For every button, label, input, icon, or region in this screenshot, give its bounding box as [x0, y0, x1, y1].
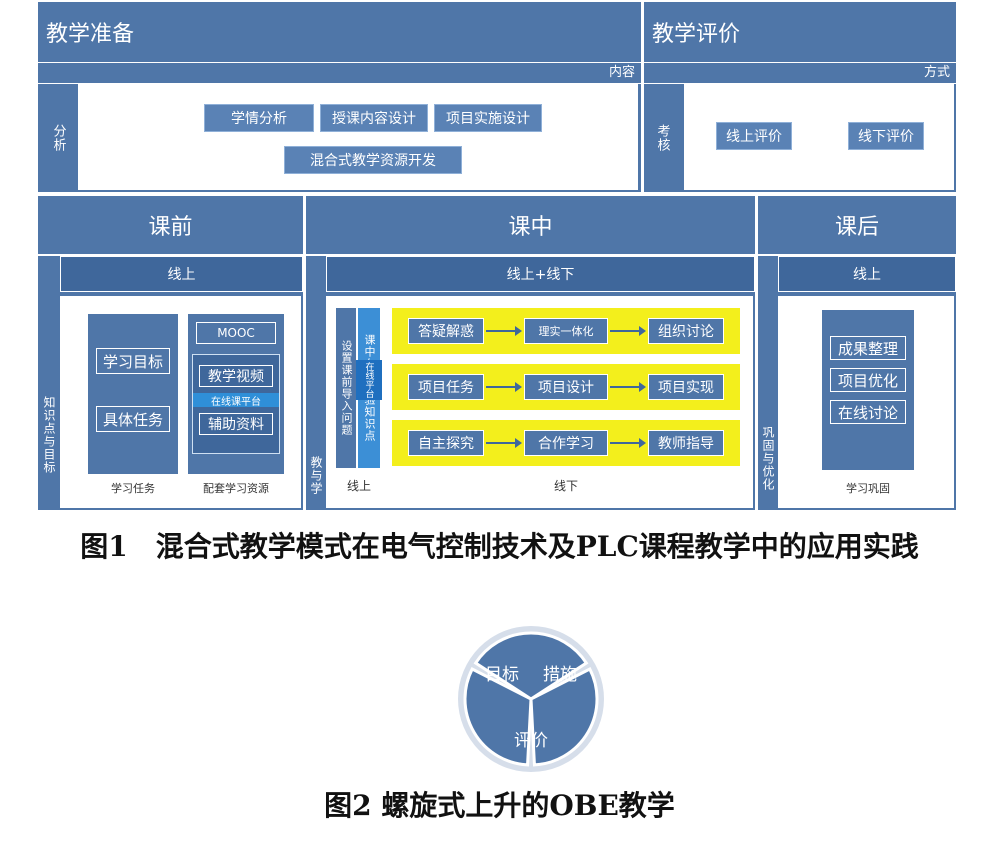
pre-header: 课前 [38, 196, 303, 254]
mid-row-arrow [486, 438, 522, 448]
prep-title: 教学准备 [46, 22, 135, 47]
post-item: 在线讨论 [830, 400, 906, 424]
mid-sub: 线上+线下 [506, 267, 575, 283]
post-col: 成果整理 项目优化 在线讨论 [822, 310, 914, 470]
pre-res-col: MOOC 教学视频 在线课平台 辅助资料 [188, 314, 284, 474]
figure-1-caption: 图1 混合式教学模式在电气控制技术及PLC课程教学中的应用实践 [80, 530, 919, 563]
post-sub-bar: 线上 [778, 256, 956, 292]
cycle-segment [529, 667, 599, 767]
eval-header: 教学评价 [644, 2, 956, 62]
post-side-label: 巩固与优化 [761, 426, 775, 491]
mid-row-step: 合作学习 [524, 430, 608, 456]
prep-panel: 学情分析 授课内容设计 项目实施设计 混合式教学资源开发 [78, 84, 638, 190]
pre-sub: 线上 [167, 267, 196, 283]
mid-side-label: 教与学 [309, 456, 323, 495]
mid-row-step: 项目设计 [524, 374, 608, 400]
post-header: 课后 [758, 196, 956, 254]
figure-2-caption: 图2 螺旋式上升的OBE教学 [324, 789, 675, 822]
prep-item: 授课内容设计 [320, 104, 428, 132]
eval-side-label: 考核 [654, 124, 670, 152]
prep-content-bar: 内容 [38, 63, 641, 83]
mid-row-step: 理实一体化 [524, 318, 608, 344]
prep-header: 教学准备 [38, 2, 641, 62]
segment-label: 目标 [485, 665, 519, 685]
mid-row-step: 答疑解惑 [408, 318, 484, 344]
mid-row-arrow [610, 326, 646, 336]
post-sub: 线上 [853, 267, 881, 283]
post-item: 成果整理 [830, 336, 906, 360]
mid-row-step: 自主探究 [408, 430, 484, 456]
mid-online-label: 线上 [346, 478, 371, 493]
eval-method-bar: 方式 [644, 63, 956, 83]
pre-side-label: 知识点与目标 [42, 396, 56, 474]
pre-res-item: 在线课平台 [193, 393, 279, 408]
cycle-segments [463, 631, 599, 767]
mid-row: 项目任务 项目设计 项目实现 [392, 364, 740, 410]
eval-title: 教学评价 [652, 22, 741, 47]
mid-vcol-1: 设置课前导入问题 [336, 308, 356, 468]
post-panel: 成果整理 项目优化 在线讨论 学习巩固 [778, 296, 954, 508]
eval-method-label: 方式 [923, 65, 950, 80]
mid-row-arrow [486, 326, 522, 336]
post-title: 课后 [834, 215, 879, 240]
mid-title: 课中 [508, 215, 553, 240]
post-item: 项目优化 [830, 368, 906, 392]
cycle-segment [473, 631, 589, 701]
pre-res-item: 辅助资料 [199, 413, 273, 435]
mid-panel: 设置课前导入问题 课中在线测验知识点 在线平台 线上 答疑解惑 理实一体化 组织… [326, 296, 753, 508]
prep-content-label: 内容 [608, 65, 635, 80]
post-footer: 学习巩固 [846, 482, 890, 495]
mid-row: 自主探究 合作学习 教师指导 [392, 420, 740, 466]
pre-task-item: 具体任务 [96, 406, 170, 432]
mid-row-step: 组织讨论 [648, 318, 724, 344]
prep-side-label: 分析 [50, 124, 66, 152]
mid-offline-label: 线下 [553, 478, 578, 493]
eval-item: 线上评价 [716, 122, 792, 150]
pre-body: 知识点与目标 线上 学习目标 具体任务 学习任务 MOOC 教学视频 在线课平台… [38, 256, 303, 510]
mid-row-step: 教师指导 [648, 430, 724, 456]
pre-task-item: 学习目标 [96, 348, 170, 374]
mid-row-step: 项目实现 [648, 374, 724, 400]
segment-label: 措施 [543, 665, 577, 685]
prep-item: 学情分析 [204, 104, 314, 132]
mid-row: 答疑解惑 理实一体化 组织讨论 [392, 308, 740, 354]
pre-res-footer: 配套学习资源 [203, 482, 269, 495]
eval-item: 线下评价 [848, 122, 924, 150]
pre-res-item: 教学视频 [199, 365, 273, 387]
eval-panel: 线上评价 线下评价 [684, 84, 954, 190]
figure-2-cycle: 目标 措施 评价 [458, 626, 604, 772]
prep-item: 混合式教学资源开发 [284, 146, 462, 174]
figure-1: 教学准备 内容 分析 学情分析 授课内容设计 项目实施设计 混合式教学资源开发 … [38, 2, 956, 510]
cycle-segment [463, 667, 533, 767]
mid-row-step: 项目任务 [408, 374, 484, 400]
eval-body: 考核 线上评价 线下评价 [644, 84, 956, 192]
mid-body: 教与学 线上+线下 设置课前导入问题 课中在线测验知识点 在线平台 线上 答疑解… [306, 256, 755, 510]
segment-label: 评价 [514, 731, 548, 751]
pre-sub-bar: 线上 [60, 256, 303, 292]
mid-row-arrow [610, 438, 646, 448]
mid-vcol-2-tag: 在线平台 [356, 360, 382, 400]
prep-item: 项目实施设计 [434, 104, 542, 132]
pre-panel: 学习目标 具体任务 学习任务 MOOC 教学视频 在线课平台 辅助资料 配套学习… [60, 296, 301, 508]
post-body: 巩固与优化 线上 成果整理 项目优化 在线讨论 学习巩固 [758, 256, 956, 510]
pre-res-top: MOOC [196, 322, 276, 344]
mid-row-arrow [610, 382, 646, 392]
pre-task-footer: 学习任务 [111, 482, 155, 495]
pre-res-inner: 教学视频 在线课平台 辅助资料 [192, 354, 280, 454]
pre-task-col: 学习目标 具体任务 [88, 314, 178, 474]
prep-body: 分析 学情分析 授课内容设计 项目实施设计 混合式教学资源开发 [38, 84, 641, 192]
pre-title: 课前 [148, 215, 193, 240]
mid-row-arrow [486, 382, 522, 392]
mid-sub-bar: 线上+线下 [326, 256, 755, 292]
mid-header: 课中 [306, 196, 755, 254]
